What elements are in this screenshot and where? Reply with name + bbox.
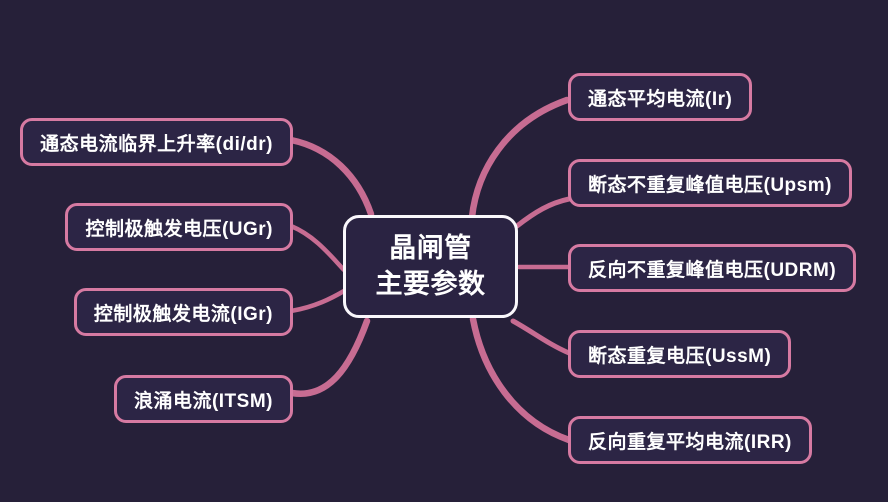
node-surge-current[interactable]: 浪涌电流(ITSM): [113, 375, 293, 423]
node-off-state-non-rep-peak-voltage[interactable]: 断态不重复峰值电压(Upsm): [568, 159, 852, 207]
connector-right-ussm: [510, 318, 572, 356]
node-label: 控制极触发电压(UGr): [85, 218, 273, 240]
node-gate-trigger-current[interactable]: 控制极触发电流(IGr): [73, 288, 293, 336]
node-critical-rise-rate[interactable]: 通态电流临界上升率(di/dr): [20, 118, 293, 166]
node-label: 控制极触发电流(IGr): [93, 303, 273, 325]
connector-right-upsm: [514, 196, 572, 229]
connector-right-avg-current: [468, 96, 571, 221]
connector-left-trigger-current: [288, 288, 347, 314]
connector-right-irr: [469, 315, 573, 444]
node-on-state-avg-current[interactable]: 通态平均电流(Ir): [568, 73, 753, 121]
connector-left-surge-current: [288, 317, 371, 397]
node-label: 反向不重复峰值电压(UDRM): [588, 259, 837, 281]
node-label: 断态不重复峰值电压(Upsm): [588, 174, 832, 196]
node-center-topic[interactable]: 晶闸管 主要参数: [343, 215, 518, 318]
node-label: 浪涌电流(ITSM): [133, 390, 273, 412]
node-label: 通态平均电流(Ir): [588, 88, 733, 110]
node-off-state-rep-voltage[interactable]: 断态重复电压(UssM): [568, 330, 792, 378]
center-topic-line1: 晶闸管: [389, 232, 472, 263]
node-label: 断态重复电压(UssM): [588, 345, 772, 367]
center-topic-line2: 主要参数: [375, 268, 486, 299]
connector-left-trigger-voltage: [288, 223, 347, 273]
connector-left-rise-rate: [287, 136, 375, 218]
node-reverse-rep-avg-current[interactable]: 反向重复平均电流(IRR): [568, 416, 812, 464]
node-reverse-non-rep-peak-voltage[interactable]: 反向不重复峰值电压(UDRM): [568, 244, 857, 292]
node-gate-trigger-voltage[interactable]: 控制极触发电压(UGr): [65, 203, 293, 251]
node-label: 通态电流临界上升率(di/dr): [40, 133, 273, 155]
node-label: 反向重复平均电流(IRR): [588, 431, 792, 453]
